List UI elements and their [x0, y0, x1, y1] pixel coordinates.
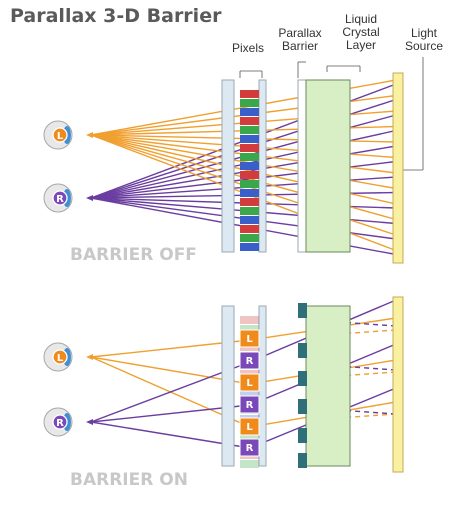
- pixel-faded: [240, 460, 259, 468]
- left-eye: L: [43, 120, 73, 150]
- lit-pixel: [239, 438, 260, 457]
- left-eye: L: [43, 342, 73, 372]
- glass-back-panel: [258, 305, 267, 467]
- parallax-barrier-transparent: [297, 79, 307, 253]
- liquid-crystal-layer: [305, 305, 351, 467]
- pixel: [240, 90, 259, 98]
- barrier-block: [298, 428, 307, 443]
- liquid-crystal-layer: [305, 79, 351, 253]
- pixel: [240, 108, 259, 116]
- barrier-block: [298, 303, 307, 318]
- pixel: [240, 207, 259, 215]
- pixel-faded: [240, 316, 259, 324]
- eyes: L R L R: [43, 120, 73, 437]
- barrier-block: [298, 453, 307, 468]
- page-title: Parallax 3-D Barrier: [10, 5, 222, 27]
- arrowhead-right-eye: [86, 195, 93, 201]
- eye-letter-badge: [52, 127, 68, 143]
- pixel: [240, 135, 259, 143]
- pixel: [240, 180, 259, 188]
- pixel-letter: R: [246, 443, 254, 454]
- light-source: [392, 296, 404, 473]
- pixel: [240, 162, 259, 170]
- pixel-faded: [240, 325, 259, 333]
- pixel: [240, 171, 259, 179]
- lit-pixel: [239, 417, 260, 436]
- eye-letter: R: [56, 418, 64, 429]
- eye-letter-badge: [52, 414, 68, 430]
- label-light-source: Light Source: [404, 26, 444, 53]
- right-eye: R: [43, 183, 73, 213]
- state-label-barrier-on: BARRIER ON: [70, 470, 188, 490]
- label-pixels: Pixels: [231, 41, 264, 55]
- pixel: [240, 243, 259, 251]
- arrowhead-left-eye: [86, 132, 93, 138]
- eye-letter: L: [57, 353, 64, 364]
- pixel: [240, 225, 259, 233]
- eye-letter-badge: [52, 190, 68, 206]
- label-liquid-crystal-layer: Liquid Crystal Layer: [342, 12, 380, 52]
- eye-letter: L: [57, 131, 64, 142]
- lit-pixel: [239, 329, 260, 348]
- pixel-letter: L: [246, 378, 253, 389]
- right-eye: R: [43, 407, 73, 437]
- pixel: [240, 198, 259, 206]
- pixel: [240, 153, 259, 161]
- lit-pixel: [239, 351, 260, 370]
- label-parallax-barrier: Parallax Barrier: [278, 26, 322, 53]
- pixel: [240, 144, 259, 152]
- barrier-block: [298, 399, 307, 414]
- arrowhead-left-eye: [86, 354, 93, 360]
- barrier-block: [298, 371, 307, 386]
- pixel: [240, 117, 259, 125]
- state-label-barrier-off: BARRIER OFF: [70, 245, 197, 265]
- pixel-faded: [240, 388, 259, 396]
- pixel: [240, 99, 259, 107]
- lit-pixel: [239, 373, 260, 392]
- pixel-letter: R: [246, 356, 254, 367]
- pixel: [240, 189, 259, 197]
- lit-pixel: [239, 395, 260, 414]
- pixel: [240, 216, 259, 224]
- eye-letter: R: [56, 194, 64, 205]
- light-source: [392, 72, 404, 264]
- glass-front-panel: [221, 79, 235, 253]
- glass-front-panel: [221, 305, 235, 467]
- pixel-letter: R: [246, 400, 254, 411]
- pixel: [240, 234, 259, 242]
- glass-back-panel: [258, 79, 267, 253]
- pixel-faded: [240, 433, 259, 441]
- arrowhead-right-eye: [86, 419, 93, 425]
- pixel-letter: L: [246, 334, 253, 345]
- barrier-block: [298, 343, 307, 358]
- pixel: [240, 126, 259, 134]
- eye-letter-badge: [52, 349, 68, 365]
- pixel-letter: L: [246, 422, 253, 433]
